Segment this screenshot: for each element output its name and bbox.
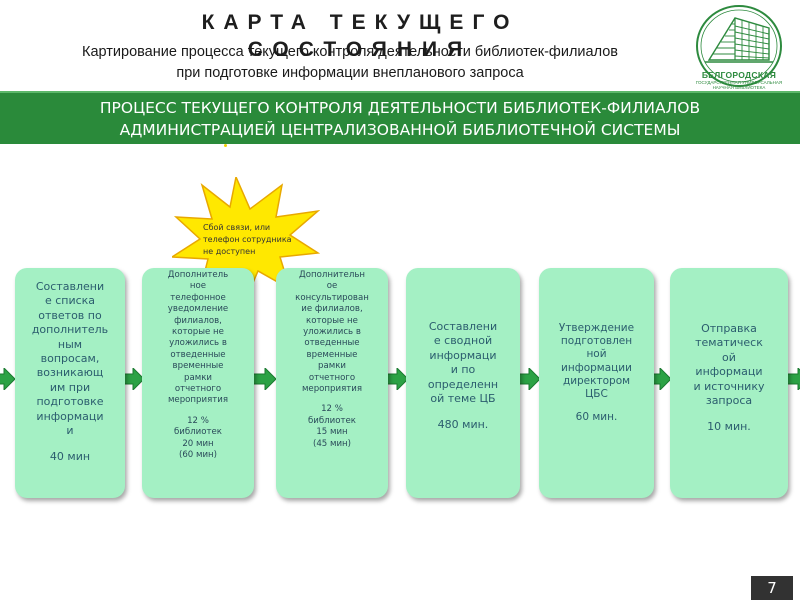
step-text: ой (722, 350, 736, 364)
page-subtitle: Картирование процесса текущего контроля … (10, 42, 690, 84)
step-time: 40 мин (49, 450, 91, 464)
step-text: е списка (44, 294, 96, 308)
step-text: и (66, 424, 74, 438)
step-text: отчетного (308, 372, 356, 383)
step-text: дополнитель (31, 323, 109, 337)
step-text: возникающ (36, 366, 104, 380)
step-text: ЦБС (585, 388, 608, 401)
process-step-6: Отправка тематическ ой информаци и источ… (670, 268, 788, 498)
step-text: ой теме ЦБ (430, 392, 496, 406)
step-text: Отправка (701, 322, 757, 335)
banner-line-2: АДМИНИСТРАЦИЕЙ ЦЕНТРАЛИЗОВАННОЙ БИБЛИОТЕ… (119, 121, 681, 139)
step-text: консультирован (295, 292, 369, 303)
library-building-icon (696, 5, 782, 87)
step-text: ие филиалов, (301, 304, 363, 315)
step-text: вопросам, (40, 352, 100, 366)
step-text: Дополнитель (167, 270, 229, 280)
process-step-5: Утверждение подготовлен ной информации д… (539, 268, 654, 498)
step-text: информаци (36, 409, 104, 423)
logo-text: БЕЛГОРОДСКАЯ ГОСУДАРСТВЕННАЯ УНИВЕРСАЛЬН… (695, 70, 783, 90)
process-step-2: Дополнитель ное телефонное уведомление ф… (142, 268, 254, 498)
step-text: филиалов, (174, 315, 222, 326)
page-title-line-2: СОСТОЯНИЯ (150, 37, 570, 62)
step-time: 60 мин. (575, 411, 618, 424)
callout-line-3: не доступен (203, 247, 256, 256)
step-text: которые не (172, 327, 224, 338)
step-text: рамки (318, 361, 346, 372)
flow-arrow-icon (517, 368, 541, 390)
step-text: ное (189, 281, 207, 292)
step-text: информаци (695, 365, 763, 379)
callout-text: Сбой связи, или телефон сотрудника не до… (203, 222, 315, 258)
subtitle-line-2: при подготовке информации внепланового з… (176, 65, 524, 81)
flow-arrow-icon (0, 368, 16, 390)
step-text: телефонное (170, 292, 226, 303)
step-text: Дополнительн (298, 270, 365, 280)
step-stat: 12 % (187, 415, 209, 426)
step-text: ответов по (38, 308, 102, 322)
step-text: ое (326, 281, 338, 292)
step-text: определенн (427, 377, 499, 391)
step-text: директором (562, 374, 631, 387)
banner-line-1: ПРОЦЕСС ТЕКУЩЕГО КОНТРОЛЯ ДЕЯТЕЛЬНОСТИ Б… (99, 99, 701, 117)
step-text: тематическ (695, 336, 763, 350)
process-banner: ПРОЦЕСС ТЕКУЩЕГО КОНТРОЛЯ ДЕЯТЕЛЬНОСТИ Б… (0, 91, 800, 144)
step-text: рамки (184, 372, 212, 383)
process-step-1: Составлени е списка ответов по дополните… (15, 268, 125, 498)
logo-text-line-2: ГОСУДАРСТВЕННАЯ УНИВЕРСАЛЬНАЯ (695, 80, 783, 85)
step-text: информации (561, 361, 632, 374)
step-text: Составлени (428, 320, 498, 333)
logo-text-line-3: НАУЧНАЯ БИБЛИОТЕКА (712, 85, 766, 90)
page-number: 7 (751, 576, 793, 600)
step-text: временные (172, 361, 224, 372)
logo-text-line-1: БЕЛГОРОДСКАЯ (701, 70, 777, 80)
step-text: и источнику (693, 379, 765, 393)
step-text: уложились в (303, 327, 361, 338)
title-line-2: СОСТОЯНИЯ (247, 38, 473, 61)
step-text: ной (586, 348, 607, 361)
step-text: уведомление (167, 304, 229, 315)
step-text: отведенные (170, 349, 226, 360)
step-stat: (45 мин) (312, 438, 352, 449)
step-stat: (60 мин) (178, 450, 218, 461)
title-line-1: КАРТА ТЕКУЩЕГО (201, 11, 519, 34)
library-logo: БЕЛГОРОДСКАЯ ГОСУДАРСТВЕННАЯ УНИВЕРСАЛЬН… (695, 4, 783, 92)
decorative-dot (224, 144, 227, 147)
step-text: информаци (429, 348, 497, 362)
page-title: КАРТА ТЕКУЩЕГО (150, 10, 570, 35)
step-text: мероприятия (301, 384, 363, 395)
flow-arrow-icon (253, 368, 277, 390)
callout-line-1: Сбой связи, или (203, 223, 271, 232)
step-text: подготовке (36, 395, 104, 409)
step-time: 480 мин. (437, 418, 489, 432)
step-text: запроса (705, 394, 753, 408)
step-text: и по (450, 363, 476, 377)
step-stat: библиотек (173, 427, 222, 438)
step-text: отведенные (304, 338, 360, 349)
step-stat: 20 мин (182, 438, 214, 449)
step-text: мероприятия (167, 395, 229, 406)
step-time: 10 мин. (707, 420, 751, 434)
step-text: временные (306, 349, 358, 360)
flow-arrow-icon (786, 368, 800, 390)
callout-line-2: телефон сотрудника (203, 235, 292, 244)
step-stat: библиотек (307, 415, 356, 426)
step-stat: 15 мин (316, 427, 348, 438)
step-text: которые не (306, 315, 358, 326)
step-text: им при (49, 380, 91, 394)
step-stat: 12 % (321, 404, 343, 415)
process-step-3: Дополнительн ое консультирован ие филиал… (276, 268, 388, 498)
subtitle-line-1: Картирование процесса текущего контроля … (82, 44, 618, 60)
step-text: уложились в (169, 338, 227, 349)
step-text: е сводной (433, 334, 493, 348)
step-text: ным (57, 337, 83, 351)
step-text: Составлени (35, 280, 105, 293)
process-step-4: Составлени е сводной информаци и по опре… (406, 268, 520, 498)
step-text: отчетного (174, 384, 222, 395)
step-text: Утверждение (558, 322, 635, 334)
step-text: подготовлен (560, 335, 633, 348)
